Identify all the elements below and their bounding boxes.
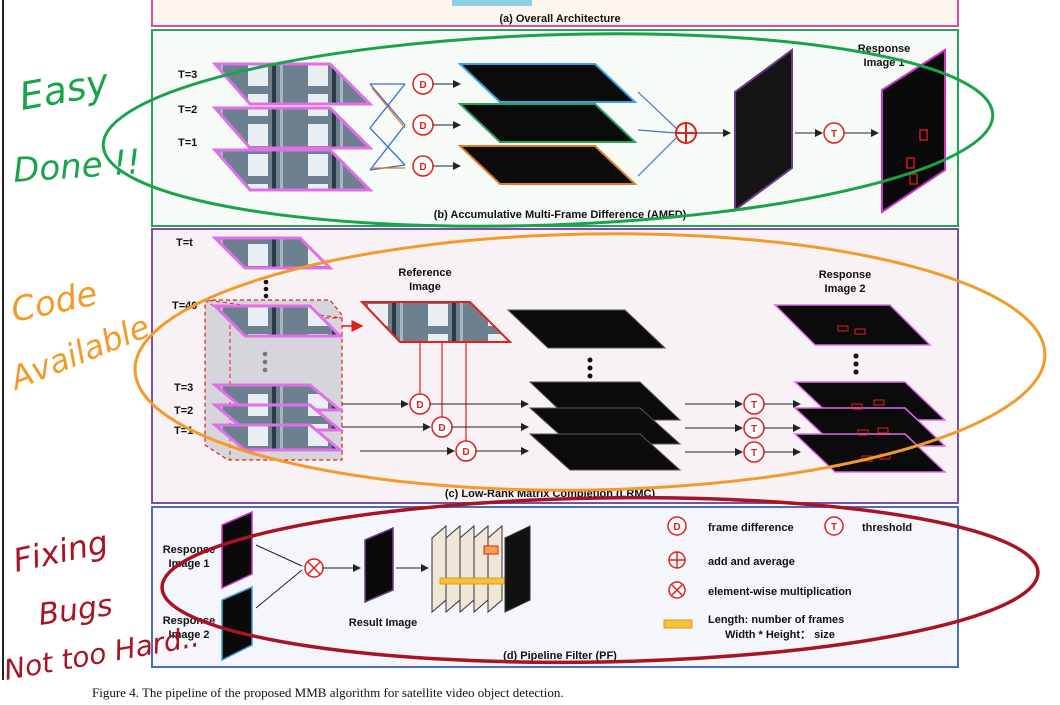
amfd-label-t3: T=3 [178, 69, 197, 81]
response-image-2-label-line1: Response [819, 269, 872, 281]
legend-elementwise: element-wise multiplication [708, 586, 852, 598]
threshold-operator: T [743, 393, 765, 415]
svg-text:T: T [751, 448, 757, 459]
legend-width-height: Width * Height： size [725, 629, 835, 641]
amfd-label-t2: T=2 [178, 104, 197, 116]
add-average-operator [675, 122, 697, 144]
legend: D frame difference T threshold add and a… [663, 516, 912, 641]
difference-operator: D [412, 73, 434, 95]
pipeline-frames [431, 524, 531, 614]
legend-frame-difference-icon: D [667, 516, 687, 536]
threshold-operator: T [823, 122, 845, 144]
reference-image [359, 301, 513, 343]
difference-operator: D [455, 440, 477, 462]
lrmc-label-t2: T=2 [174, 405, 193, 417]
lrmc-label-tt: T=t [176, 237, 193, 249]
legend-add-icon [668, 551, 686, 569]
response-image-1 [881, 48, 946, 214]
pf-response-1-line2: Image 1 [169, 558, 210, 570]
annotation-done: Done !! [12, 142, 142, 191]
response-image-2-label-line2: Image 2 [825, 283, 866, 295]
annotation-bugs: Bugs [36, 588, 114, 633]
legend-threshold-icon: T [824, 516, 844, 536]
amfd-input-frames [211, 62, 374, 192]
legend-threshold: threshold [862, 522, 912, 534]
panel-c: T=t T=40 T=3 T=2 T=1 Reference Image [151, 228, 959, 504]
threshold-operator: T [743, 417, 765, 439]
multiply-operator [304, 558, 324, 578]
pf-response-image-1 [221, 510, 253, 590]
threshold-operator: T [743, 441, 765, 463]
difference-operator: D [431, 416, 453, 438]
response-image-2-stack [773, 304, 947, 473]
figure-caption: Figure 4. The pipeline of the proposed M… [92, 685, 564, 700]
difference-images [457, 63, 638, 185]
reference-image-label-line2: Image [409, 281, 441, 293]
panel-b: T=3 T=2 T=1 D D D [151, 29, 959, 227]
svg-text:D: D [419, 162, 426, 173]
svg-text:T: T [751, 424, 757, 435]
difference-operator: D [409, 393, 431, 415]
legend-frame-difference: frame difference [708, 522, 794, 534]
result-image-label: Result Image [349, 617, 417, 629]
panel-d: Response Image 1 Response Image 2 Result… [151, 506, 959, 668]
pf-response-2-line1: Response [163, 615, 216, 627]
panel-a: (a) Overall Architecture [151, 0, 959, 27]
panel-a-caption: (a) Overall Architecture [499, 13, 620, 25]
difference-operator: D [412, 155, 434, 177]
annotation-fixing: Fixing [10, 523, 112, 580]
svg-text:T: T [831, 129, 837, 140]
panel-b-caption: (b) Accumulative Multi-Frame Difference … [434, 209, 687, 221]
legend-add-average: add and average [708, 556, 795, 568]
legend-multiply-icon [668, 581, 686, 599]
svg-text:D: D [438, 423, 445, 434]
annotation-not-too-hard: Not too Hard.. [1, 620, 201, 687]
reference-image-label-line1: Reference [398, 267, 451, 279]
lrmc-label-t3: T=3 [174, 382, 193, 394]
annotation-code: Code [8, 274, 101, 331]
legend-pipeline-box-icon [663, 619, 693, 629]
difference-operator: D [412, 114, 434, 136]
svg-text:D: D [462, 447, 469, 458]
amfd-label-t1: T=1 [178, 137, 197, 149]
svg-text:T: T [751, 400, 757, 411]
result-image [364, 526, 394, 604]
svg-text:D: D [416, 400, 423, 411]
svg-text:D: D [673, 522, 680, 533]
svg-text:D: D [419, 80, 426, 91]
svg-text:D: D [419, 121, 426, 132]
pf-response-2-line2: Image 2 [169, 629, 210, 641]
annotation-easy: Easy [16, 60, 112, 119]
svg-text:T: T [831, 522, 837, 533]
response-image-1-label-line1: Response [858, 43, 911, 55]
frame-volume-cube [204, 299, 345, 461]
accumulated-difference-image [734, 48, 793, 212]
lrmc-difference-images [506, 309, 682, 471]
legend-length: Length: number of frames [708, 614, 844, 626]
pf-response-image-2 [221, 585, 253, 662]
lrmc-label-t40: T=40 [172, 300, 197, 312]
panel-d-caption: (d) Pipeline Filter (PF) [503, 650, 617, 662]
